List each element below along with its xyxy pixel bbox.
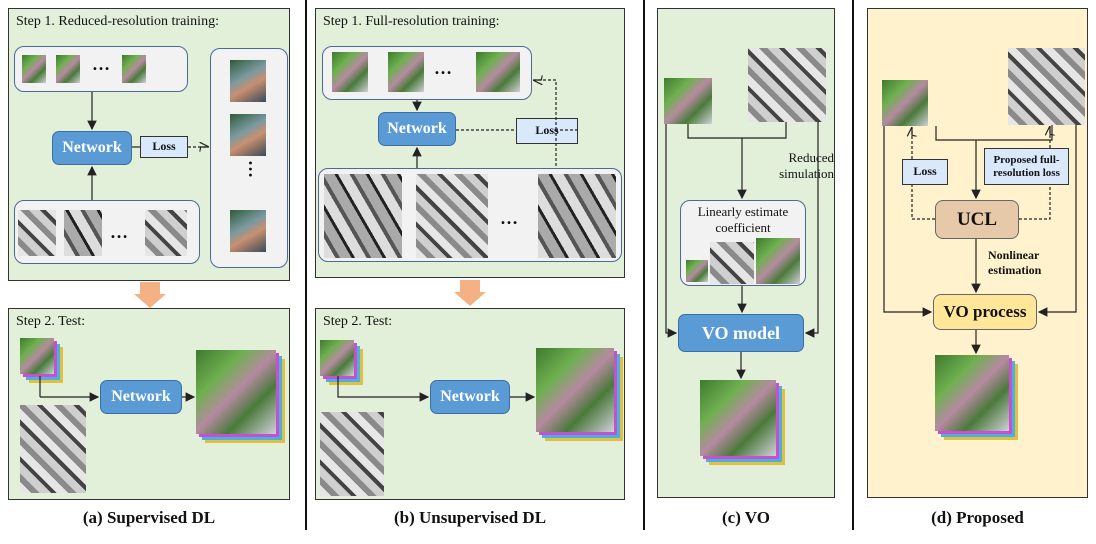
pan-thumbnail [710,242,754,284]
reduced-simulation-label: Reduced simulation [779,150,834,182]
vo-process-block: VO process [933,294,1037,330]
vertical-ellipsis: … [245,160,265,178]
down-arrow-icon [140,282,160,294]
pan-thumbnail [324,174,402,258]
fused-output [700,380,776,456]
reference-image [230,60,266,102]
ms-input [20,338,54,374]
pan-thumbnail [416,174,488,258]
ms-input [664,78,712,124]
pan-input [320,412,384,496]
network-block: Network [100,380,182,414]
loss-block: Loss [140,136,188,158]
pan-input [748,48,826,122]
pan-thumbnail [538,174,616,258]
ellipsis: … [110,222,128,242]
caption-b: (b) Unsupervised DL [393,508,547,527]
reference-image [230,210,266,252]
vo-model-block: VO model [678,314,804,352]
network-block: Network [430,380,510,414]
down-arrow-head-icon [454,292,486,306]
pan-thumbnail [18,210,56,256]
pan-input [20,405,86,493]
reference-image [230,114,266,156]
ms-thumbnail [756,238,800,284]
ms-thumbnail [22,55,46,83]
ms-thumbnail [686,260,708,282]
panel-a-step1-title: Step 1. Reduced-resolution training: [16,14,219,29]
ellipsis: … [434,58,452,78]
divider [305,0,307,530]
nonlinear-estimation-label: Nonlinear estimation [988,248,1042,277]
loss-block: Loss [902,159,948,185]
pan-thumbnail [145,210,187,256]
divider [643,0,645,530]
network-block: Network [52,131,132,165]
ms-thumbnail [56,55,80,83]
linear-estimate-label: Linearly estimate coefficient [697,204,789,236]
caption-d: (d) Proposed [931,508,1024,527]
loss-block: Loss [516,118,578,144]
panel-b-step1-title: Step 1. Full-resolution training: [323,14,500,29]
panel-a-step2-title: Step 2. Test: [16,314,86,329]
ms-thumbnail [388,52,424,92]
pan-input [1008,48,1085,125]
ms-thumbnail [332,52,368,92]
ellipsis: … [500,208,518,228]
caption-a: (a) Supervised DL [82,508,216,527]
panel-b-step2-title: Step 2. Test: [323,314,393,329]
ms-input [320,340,354,376]
down-arrow-head-icon [134,294,166,308]
down-arrow-icon [460,280,480,292]
network-block: Network [378,112,456,146]
fused-output [935,355,1009,431]
ellipsis: … [92,54,110,74]
ms-thumbnail [476,52,520,92]
caption-c: (c) VO [722,508,770,527]
divider [852,0,854,530]
pan-thumbnail [64,210,102,256]
ms-thumbnail [122,55,146,83]
fused-output [536,348,614,432]
fused-output [196,350,276,434]
proposed-loss-block: Proposed full-resolution loss [984,148,1069,185]
